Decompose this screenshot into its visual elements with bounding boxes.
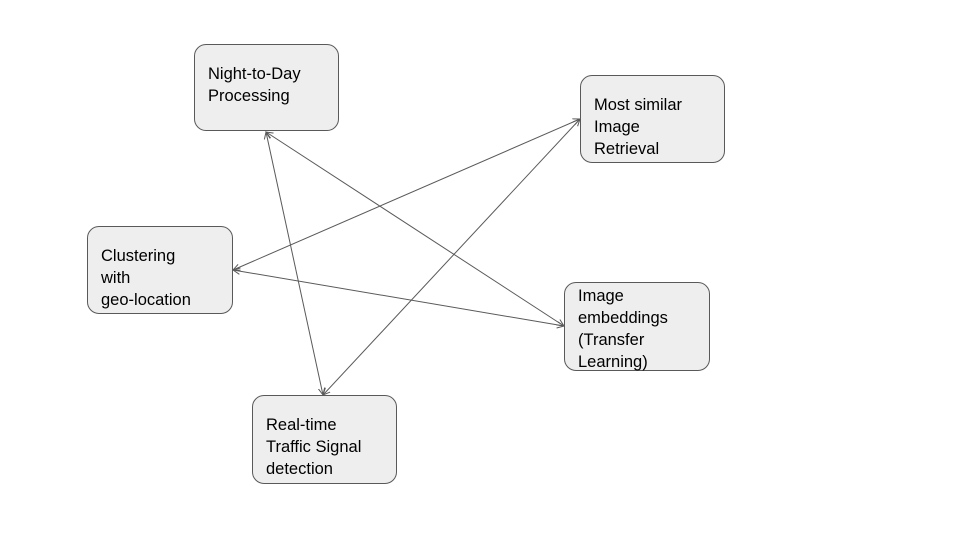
node-label-line: Image: [578, 287, 624, 305]
edge-similar-traffic: [323, 119, 580, 395]
node-label-line: Processing: [208, 87, 290, 105]
node-label-line: Retrieval: [594, 140, 660, 158]
node-label-line: Image: [594, 118, 640, 136]
node-image-embeddings-transfer-learning[interactable]: Image embeddings (Transfer Learning): [564, 282, 710, 371]
node-label-line: Clustering: [101, 247, 176, 265]
node-label-line: geo-location: [101, 291, 191, 309]
node-label-line: Traffic Signal: [266, 438, 362, 456]
node-night-to-day-processing[interactable]: Night-to-Day Processing: [194, 44, 339, 131]
node-label-line: detection: [266, 460, 333, 478]
node-label-line: with: [101, 269, 131, 287]
node-clustering-with-geo-location[interactable]: Clustering with geo-location: [87, 226, 233, 314]
node-label-line: Learning): [578, 353, 648, 371]
node-label-line: (Transfer: [578, 331, 645, 349]
node-most-similar-image-retrieval[interactable]: Most similar Image Retrieval: [580, 75, 725, 163]
node-real-time-traffic-signal-detection[interactable]: Real-time Traffic Signal detection: [252, 395, 397, 484]
node-label-line: Real-time: [266, 416, 337, 434]
edge-night-traffic: [266, 132, 323, 395]
edge-similar-cluster: [233, 119, 580, 270]
node-label-line: embeddings: [578, 309, 668, 327]
node-label-line: Night-to-Day: [208, 65, 301, 83]
edge-cluster-embed: [233, 270, 564, 326]
node-label-line: Most similar: [594, 96, 683, 114]
